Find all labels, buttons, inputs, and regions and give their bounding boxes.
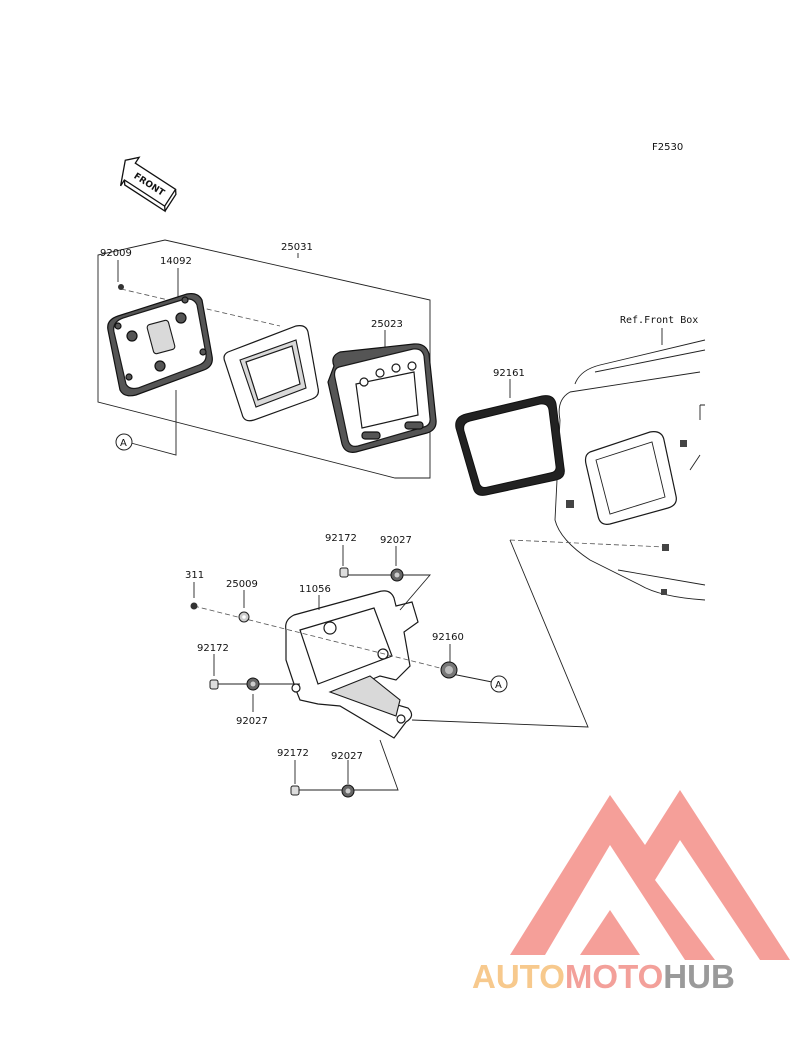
part-92172-bot: 92172 <box>277 748 309 759</box>
part-92172-top: 92172 <box>325 533 357 544</box>
leader-a1 <box>130 390 177 456</box>
svg-text:A: A <box>120 438 127 449</box>
nut-92027-mid <box>246 677 260 691</box>
line-92160-a <box>451 673 493 683</box>
part-92027-top: 92027 <box>380 535 412 546</box>
figure-code: F2530 <box>652 142 683 153</box>
grommet-92160 <box>440 661 458 679</box>
bolt-92172-bot <box>290 785 300 796</box>
ref-front-box: Ref.Front Box <box>620 315 698 326</box>
bolt-92172-top <box>339 567 349 578</box>
watermark-auto: AUTO <box>472 958 565 995</box>
watermark-text: AUTOMOTOHUB <box>472 958 800 1008</box>
rear-cover <box>107 284 213 397</box>
part-92027-mid: 92027 <box>236 716 268 727</box>
part-25023: 25023 <box>371 319 403 330</box>
part-92027-bot: 92027 <box>331 751 363 762</box>
washer-25009 <box>238 611 250 623</box>
bolt-311 <box>190 602 198 610</box>
line-frontbox-bracket <box>411 539 589 728</box>
nut-92027-top <box>390 568 404 582</box>
part-92009: 92009 <box>100 248 132 259</box>
nut-92027-bot <box>341 784 355 798</box>
part-14092: 14092 <box>160 256 192 267</box>
dash-311 <box>193 605 441 669</box>
part-11056: 11056 <box>299 584 331 595</box>
gasket <box>455 395 565 496</box>
front-arrow-icon: FRONT <box>119 156 177 213</box>
callout-a-bottom: A <box>490 675 508 693</box>
meter-frame <box>223 325 319 422</box>
automotohub-logo-icon <box>510 790 790 960</box>
line-top-fasteners <box>346 574 431 611</box>
svg-text:A: A <box>495 680 502 691</box>
meter-unit <box>327 343 437 453</box>
watermark-hub: HUB <box>663 958 735 995</box>
part-92161: 92161 <box>493 368 525 379</box>
part-25031: 25031 <box>281 242 313 253</box>
watermark-moto: MOTO <box>564 958 664 995</box>
part-25009: 25009 <box>226 579 258 590</box>
part-311: 311 <box>185 570 204 581</box>
bracket <box>285 590 419 739</box>
front-box-reference <box>509 328 706 601</box>
callout-a-top: A <box>115 433 133 451</box>
bolt-92172-mid <box>209 679 219 690</box>
assembly-outline <box>97 239 431 479</box>
line-bot-fasteners <box>295 739 399 791</box>
part-92172-mid: 92172 <box>197 643 229 654</box>
part-92160: 92160 <box>432 632 464 643</box>
